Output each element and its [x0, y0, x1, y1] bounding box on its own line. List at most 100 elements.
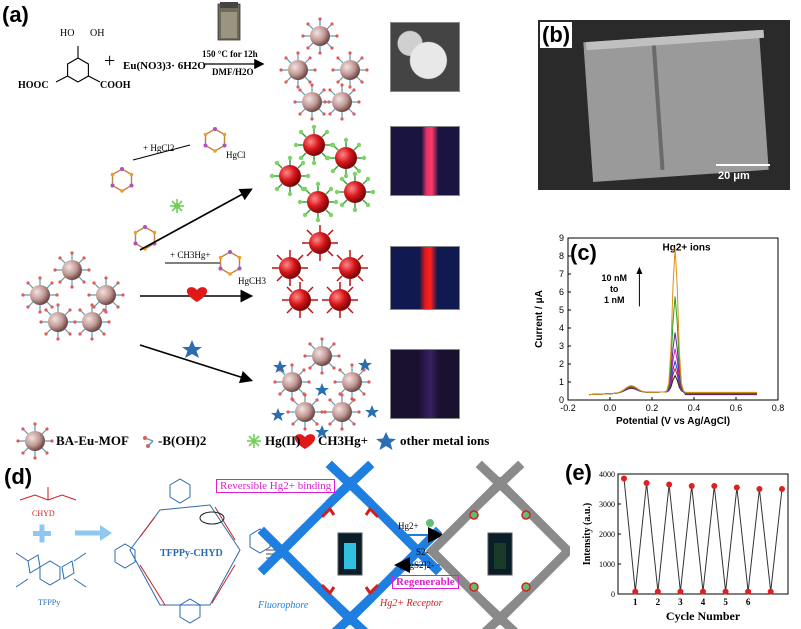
legend-boron: -B(OH)2 — [158, 433, 207, 448]
boronic-acid-structure — [55, 46, 101, 83]
ch3hg-marker-icon — [186, 287, 208, 302]
reagent-label: Eu(NO3)3· 6H2O — [123, 60, 206, 72]
y-tick-label: 8 — [559, 251, 564, 261]
y-tick-label: 2 — [559, 359, 564, 369]
hg-legend-icon — [247, 434, 261, 448]
y-tick-label: 4000 — [599, 470, 615, 479]
boronic-ho-label: HO — [60, 28, 75, 39]
reversible-label: Reversible Hg2+ binding — [216, 479, 336, 493]
cycle-point — [767, 588, 774, 595]
concentration-annotation: to — [610, 284, 619, 294]
panel-label-c: (c) — [570, 240, 597, 265]
legend-ch3hg: CH3Hg+ — [318, 433, 369, 448]
x-axis-label: Potential (V vs Ag/AgCl) — [616, 416, 730, 427]
chyd-label: CHYD — [32, 509, 55, 518]
cycle-point — [745, 588, 752, 595]
y-tick-label: 3 — [559, 341, 564, 351]
y-tick-label: 1 — [559, 377, 564, 387]
concentration-annotation: 1 nM — [604, 295, 625, 305]
sem-crystal-image: 20 μm — [538, 20, 790, 190]
regenerable-label: Regenerable — [392, 575, 459, 589]
x-tick-label: 2 — [656, 597, 661, 607]
panel-label-e: (e) — [565, 460, 592, 485]
y-tick-label: 1000 — [599, 560, 615, 569]
x-tick-label: 0.8 — [772, 403, 785, 413]
cycle-point — [733, 484, 740, 491]
x-tick-label: 5 — [723, 597, 728, 607]
series-line — [588, 247, 757, 396]
x-tick-label: 3 — [678, 597, 683, 607]
plus-sign: + — [104, 50, 116, 72]
hgcl2-label: + HgCl2 — [143, 143, 175, 153]
legend-hg: Hg(II) — [265, 433, 301, 448]
panel-label-a: (a) — [2, 2, 29, 27]
y-tick-label: 9 — [559, 233, 564, 243]
tfppy-label: TFPPy — [38, 598, 61, 607]
sem-spheres-image — [390, 22, 460, 92]
s2-label: S2- — [416, 547, 429, 557]
arrow-hg — [139, 188, 253, 251]
x-tick-label: 0.4 — [688, 403, 701, 413]
y-tick-label: 0 — [611, 590, 615, 599]
panel-a-scheme — [15, 2, 396, 460]
panel-label-b: (b) — [540, 22, 573, 48]
receptor-frame — [425, 460, 570, 629]
x-axis-label: Cycle Number — [666, 609, 741, 623]
acid-right-label: COOH — [100, 80, 131, 91]
series-line — [588, 359, 757, 396]
condition-top: 150 °C for 12h — [202, 49, 258, 59]
cycle-point — [688, 483, 695, 489]
cycle-point — [779, 486, 785, 492]
concentration-annotation: 10 nM — [601, 273, 627, 283]
vial-photo-hg — [390, 126, 460, 196]
boronic-oh-label: OH — [90, 28, 105, 39]
x-tick-label: -0.2 — [560, 403, 576, 413]
cycle-point — [700, 588, 706, 595]
panel-d-scheme — [15, 460, 570, 629]
cycle-line — [623, 478, 783, 592]
ch3hg-label: + CH3Hg+ — [170, 250, 211, 260]
other-legend-icon — [376, 432, 396, 450]
cycle-point — [654, 588, 661, 595]
plot-frame — [617, 473, 789, 595]
y-tick-label: 6 — [559, 287, 564, 297]
x-tick-label: 6 — [746, 597, 751, 607]
panel-label-d: (d) — [4, 464, 33, 489]
y-axis-label: Current / μA — [534, 290, 545, 348]
legend-other: other metal ions — [400, 433, 490, 448]
cycle-point — [756, 486, 763, 492]
vial-photo-other — [390, 349, 460, 419]
arrow-other — [139, 344, 254, 384]
reaction-vial-image — [217, 2, 241, 41]
plot-frame — [567, 237, 779, 401]
cycle-point — [643, 480, 650, 486]
series-line — [588, 374, 757, 396]
y-tick-label: 3000 — [599, 500, 615, 509]
polymer-label: TFPPy-CHYD — [160, 548, 223, 559]
cycle-point — [666, 481, 673, 488]
boron-legend-icon — [143, 436, 154, 448]
x-tick-label: 4 — [701, 597, 706, 607]
y-tick-label: 2000 — [599, 530, 615, 539]
hg-in-label: Hg2+ — [398, 521, 419, 531]
hgcl-label: HgCl — [226, 150, 246, 160]
scale-label: 20 μm — [718, 170, 750, 182]
receptor-label: Hg2+ Receptor — [380, 598, 443, 609]
concentration-arrow-head — [636, 266, 643, 274]
y-tick-label: 0 — [559, 395, 564, 405]
acid-left-label: HOOC — [18, 80, 49, 91]
legend-mof: BA-Eu-MOF — [56, 433, 129, 448]
cycle-point — [711, 483, 718, 489]
y-tick-label: 4 — [559, 323, 564, 333]
x-tick-label: 0.6 — [730, 403, 743, 413]
ch3hg-legend-icon — [294, 434, 316, 449]
chart-title: Hg2+ ions — [663, 243, 712, 254]
vial-photo-ch3hg — [390, 246, 460, 310]
hg-ii-marker-icon — [170, 199, 184, 213]
other-metal-marker-icon — [182, 340, 202, 358]
cycle-point — [621, 475, 627, 482]
x-tick-label: 0.0 — [604, 403, 617, 413]
y-axis-label: Intensity (a.u.) — [582, 503, 593, 566]
